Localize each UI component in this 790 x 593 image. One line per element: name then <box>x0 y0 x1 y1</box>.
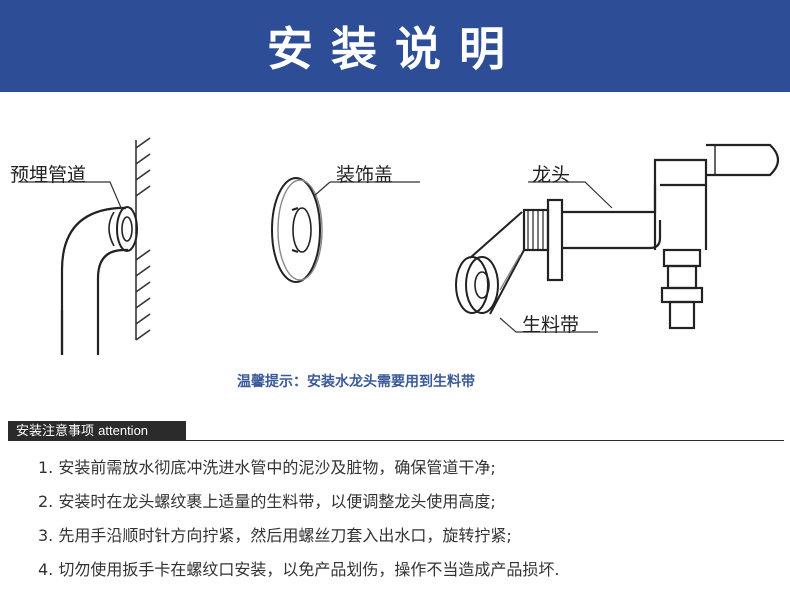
notice-item: 3. 先用手沿顺时针方向拧紧，然后用螺丝刀套入出水口，旋转拧紧; <box>38 526 512 545</box>
label-embedded-pipe: 预埋管道 <box>10 164 87 186</box>
tip-note: 温馨提示：安装水龙头需要用到生料带 <box>237 374 475 390</box>
title-banner: 安装说明 <box>0 0 790 92</box>
notice-item: 4. 切勿使用扳手卡在螺纹口安装，以免产品划伤，操作不当造成产品损坏. <box>38 560 560 579</box>
wall <box>135 137 151 341</box>
notice-title-en: attention <box>98 423 149 438</box>
notice-item: 1. 安装前需放水彻底冲洗进水管中的泥沙及脏物，确保管道干净; <box>38 458 496 477</box>
notice-tab: 安装注意事项 attention <box>8 421 186 441</box>
embedded-pipe <box>60 206 138 355</box>
label-faucet: 龙头 <box>532 164 571 186</box>
notice-item: 2. 安装时在龙头螺纹裹上适量的生料带，以便调整龙头使用高度; <box>38 492 496 511</box>
notice-title: 安装注意事项 <box>16 424 95 439</box>
label-sealing-tape: 生料带 <box>522 314 580 336</box>
notice-divider <box>8 440 784 441</box>
decorative-cover <box>271 177 323 283</box>
notice-list: 1. 安装前需放水彻底冲洗进水管中的泥沙及脏物，确保管道干净; 2. 安装时在龙… <box>38 454 559 590</box>
installation-diagram: 预埋管道 装饰盖 龙头 生料带 <box>0 100 790 410</box>
sealing-tape <box>455 211 525 315</box>
diagram-illustration <box>20 137 780 355</box>
leader-lines <box>20 181 613 333</box>
label-decorative-cover: 装饰盖 <box>336 164 394 186</box>
page-title: 安装说明 <box>267 22 523 76</box>
faucet <box>522 143 780 330</box>
notice-header: 安装注意事项 attention <box>0 421 790 441</box>
